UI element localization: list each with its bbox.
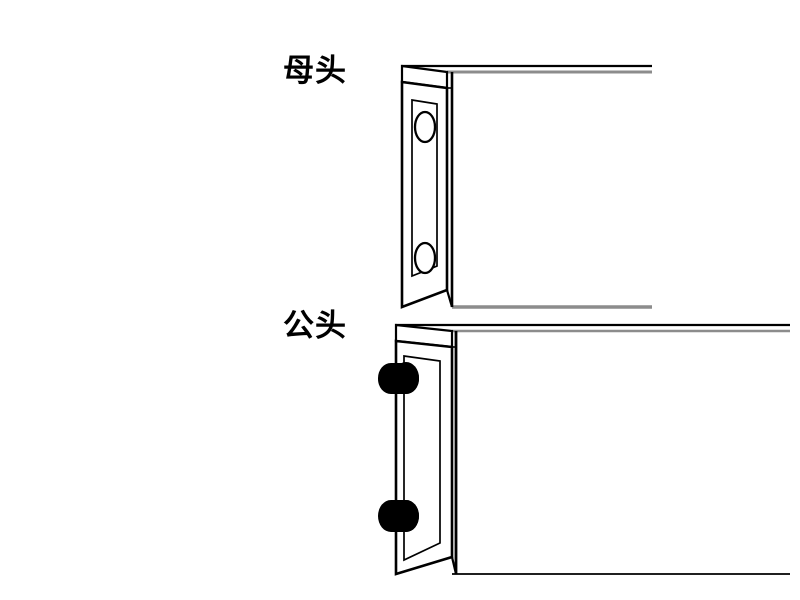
male-connector-label: 公头 bbox=[283, 308, 347, 344]
female-socket-hole-2 bbox=[413, 241, 437, 275]
female-face-plate-inner bbox=[411, 99, 438, 278]
male-connector bbox=[378, 323, 790, 576]
male-pin-1 bbox=[378, 362, 419, 394]
male-pin-2-cap bbox=[393, 500, 419, 532]
female-connector-label: 母头 bbox=[283, 53, 347, 89]
female-body-corner-bottom bbox=[445, 289, 454, 308]
male-body-corner-bottom bbox=[450, 556, 458, 575]
male-pin-2 bbox=[378, 500, 419, 532]
female-socket-hole-1 bbox=[413, 110, 437, 144]
female-connector bbox=[400, 64, 652, 309]
male-pin-1-cap bbox=[393, 362, 419, 394]
